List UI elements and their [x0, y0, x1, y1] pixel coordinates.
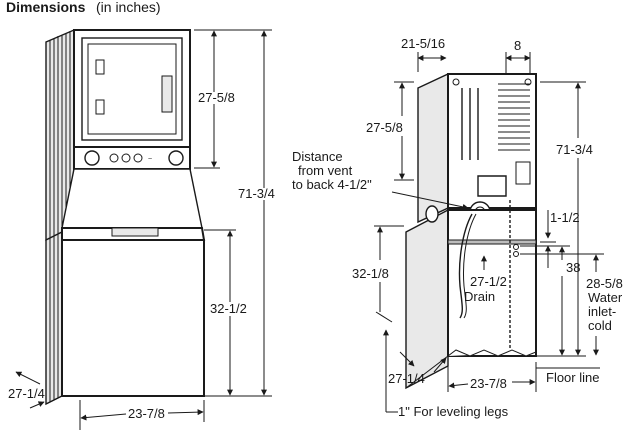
- water-inlet-line1: Water: [588, 290, 623, 305]
- front-dimensions: 27-5/8 71-3/4 32-1/2 27-1/4 23-7/8: [8, 29, 275, 430]
- vent-note-line2: from vent: [298, 163, 353, 178]
- dryer-hinge-top: [95, 59, 105, 75]
- floor-line-label: Floor line: [546, 370, 599, 385]
- side-total-height-label: 71-3/4: [556, 142, 593, 157]
- dryer-door-handle: [161, 75, 173, 113]
- side-width-label: 23-7/8: [470, 376, 507, 391]
- front-total-height-label: 71-3/4: [238, 186, 275, 201]
- drain-hose: [458, 213, 473, 319]
- front-washer-cabinet: [45, 168, 206, 405]
- front-dryer-cabinet: [73, 29, 191, 148]
- dryer-knob-icon: [84, 150, 100, 166]
- side-washer-cabinet: [405, 200, 537, 390]
- side-dryer-cabinet: [417, 72, 537, 224]
- title-bold: Dimensions: [6, 0, 86, 15]
- dryer-hinge-bottom: [95, 99, 105, 115]
- vent-hood: [477, 175, 507, 197]
- side-dimensions: 21-5/16 8 27-5/8 71-3/4 Distance from ve…: [292, 36, 623, 419]
- drain-label: Drain: [464, 289, 495, 304]
- front-washer-height-label: 32-1/2: [210, 301, 247, 316]
- front-dryer-height-label: 27-5/8: [198, 90, 235, 105]
- leveling-legs-label: 1" For leveling legs: [398, 404, 509, 419]
- title-unit: (in inches): [96, 0, 161, 15]
- side-small-offset-label: 1-1/2: [550, 210, 580, 225]
- vent-note-line3: to back 4-1/2": [292, 177, 372, 192]
- washer-lid: [111, 227, 159, 237]
- front-control-panel: ~: [73, 146, 191, 170]
- water-inlet-line3: cold: [588, 318, 612, 333]
- side-dryer-height-label: 27-5/8: [366, 120, 403, 135]
- brand-mark-icon: ~: [148, 156, 152, 163]
- side-washer-height-label: 32-1/8: [352, 266, 389, 281]
- side-top-width-label: 8: [514, 38, 521, 53]
- diagram-title: Dimensions (in inches): [6, 0, 161, 15]
- front-view-unit: ~: [45, 28, 206, 406]
- front-width-label: 23-7/8: [128, 406, 165, 421]
- side-top-offset-label: 21-5/16: [401, 36, 445, 51]
- front-depth-label: 27-1/4: [8, 386, 45, 401]
- side-vent-opening: [425, 205, 439, 223]
- side-view-unit: [405, 72, 537, 390]
- side-inlet-height-label: 38: [566, 260, 580, 275]
- water-inlet-line2: inlet-: [588, 304, 616, 319]
- washer-knob-icon: [168, 150, 184, 166]
- vent-note-line1: Distance: [292, 149, 343, 164]
- electrical-box: [515, 161, 531, 185]
- side-depth-label: 27-1/4: [388, 371, 425, 386]
- drain-height-label: 27-1/2: [470, 274, 507, 289]
- water-inlet-value-label: 28-5/8: [586, 276, 623, 291]
